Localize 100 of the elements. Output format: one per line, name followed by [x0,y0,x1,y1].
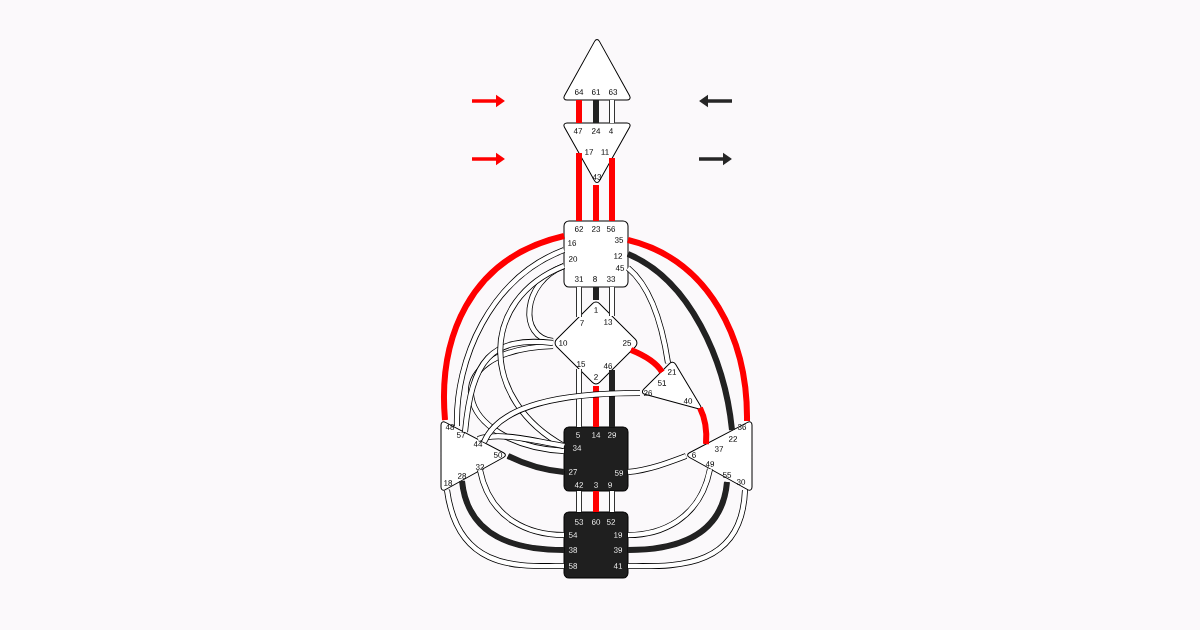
channel [627,237,750,422]
center-square [563,511,629,579]
center-triangle [641,361,702,410]
gate-number: 61 [591,89,601,95]
channel [576,287,582,317]
center-square [563,220,629,288]
gate-number: 5 [576,432,580,438]
gate-number: 60 [591,519,601,525]
channel [626,265,671,364]
gate-number: 1 [594,307,598,313]
gate-number: 63 [608,89,618,95]
gate-number: 7 [580,320,584,326]
gate-number: 31 [574,276,584,282]
channel [481,390,641,444]
gate-number: 54 [568,532,578,538]
channel [609,100,615,123]
gate-number: 51 [657,380,667,386]
channel [697,406,710,445]
center-square [563,426,629,492]
channel [468,343,565,454]
gate-number: 59 [614,470,624,476]
channel [593,185,599,221]
gate-number: 57 [456,432,466,438]
channel [609,158,615,221]
center-triangle [440,421,506,491]
channel [459,480,565,553]
gate-number: 42 [574,482,584,488]
gate-number: 52 [606,519,616,525]
gate-number: 15 [577,361,586,367]
channel [462,338,554,433]
gate-number: 55 [722,472,732,478]
gate-number: 2 [594,374,598,380]
channel [477,433,565,449]
gate-number: 39 [613,547,623,553]
gate-number: 10 [559,340,568,346]
gate-number: 37 [714,446,724,452]
channel [576,153,582,221]
gate-number: 50 [493,452,503,458]
gate-number: 33 [606,276,616,282]
gate-number: 64 [574,89,584,95]
gate-number: 9 [608,482,612,488]
channel [506,453,565,475]
gate-number: 47 [573,128,583,134]
gate-number: 18 [444,480,453,486]
gate-number: 62 [574,226,584,232]
gate-number: 49 [705,461,715,467]
gate-number: 24 [591,128,601,134]
gate-number: 34 [572,445,582,451]
gate-number: 29 [607,432,617,438]
gate-number: 12 [614,253,623,259]
channel [629,347,665,374]
gate-number: 32 [475,464,485,470]
channel [454,247,566,427]
center-diamond [554,301,638,385]
gate-number: 20 [568,256,578,262]
channel [627,489,748,570]
gate-number: 4 [608,128,613,134]
center-triangle [687,421,753,491]
channel [626,251,735,431]
gate-number: 48 [445,424,455,430]
gate-number: 11 [601,149,609,155]
channel [609,491,615,512]
gate-number: 21 [667,369,677,375]
gate-number: 44 [473,441,483,447]
gate-number: 40 [683,398,693,404]
gate-number: 17 [585,149,594,155]
channel [609,287,615,316]
gate-number: 23 [591,226,601,232]
gate-number: 56 [606,226,616,232]
gate-number: 43 [592,174,602,180]
channel [627,468,713,538]
gate-number: 30 [736,479,746,485]
gate-number: 35 [614,237,624,243]
gate-number: 28 [457,473,467,479]
channel [441,233,565,421]
gate-number: 41 [613,563,623,569]
gate-number: 19 [614,532,623,538]
gate-number: 45 [615,265,625,271]
gate-number: 36 [737,424,747,430]
channel [444,489,565,570]
gate-number: 14 [592,432,601,438]
center-triangle [563,39,631,101]
channel [477,469,565,538]
center-triangle [563,122,631,183]
gate-number: 8 [593,276,597,282]
gate-number: 22 [728,436,738,442]
gate-number: 46 [603,363,613,369]
gate-number: 38 [568,547,578,553]
channel [576,369,582,427]
gate-number: 3 [594,482,598,488]
gate-number: 25 [622,340,632,346]
channel [576,491,582,512]
gate-number: 58 [568,563,578,569]
gate-number: 16 [568,240,577,246]
gate-number: 6 [692,452,696,458]
gate-number: 13 [604,319,613,325]
channel [609,370,615,427]
gate-number: 27 [568,469,578,475]
gate-number: 53 [574,519,584,525]
gate-number: 26 [643,390,653,396]
